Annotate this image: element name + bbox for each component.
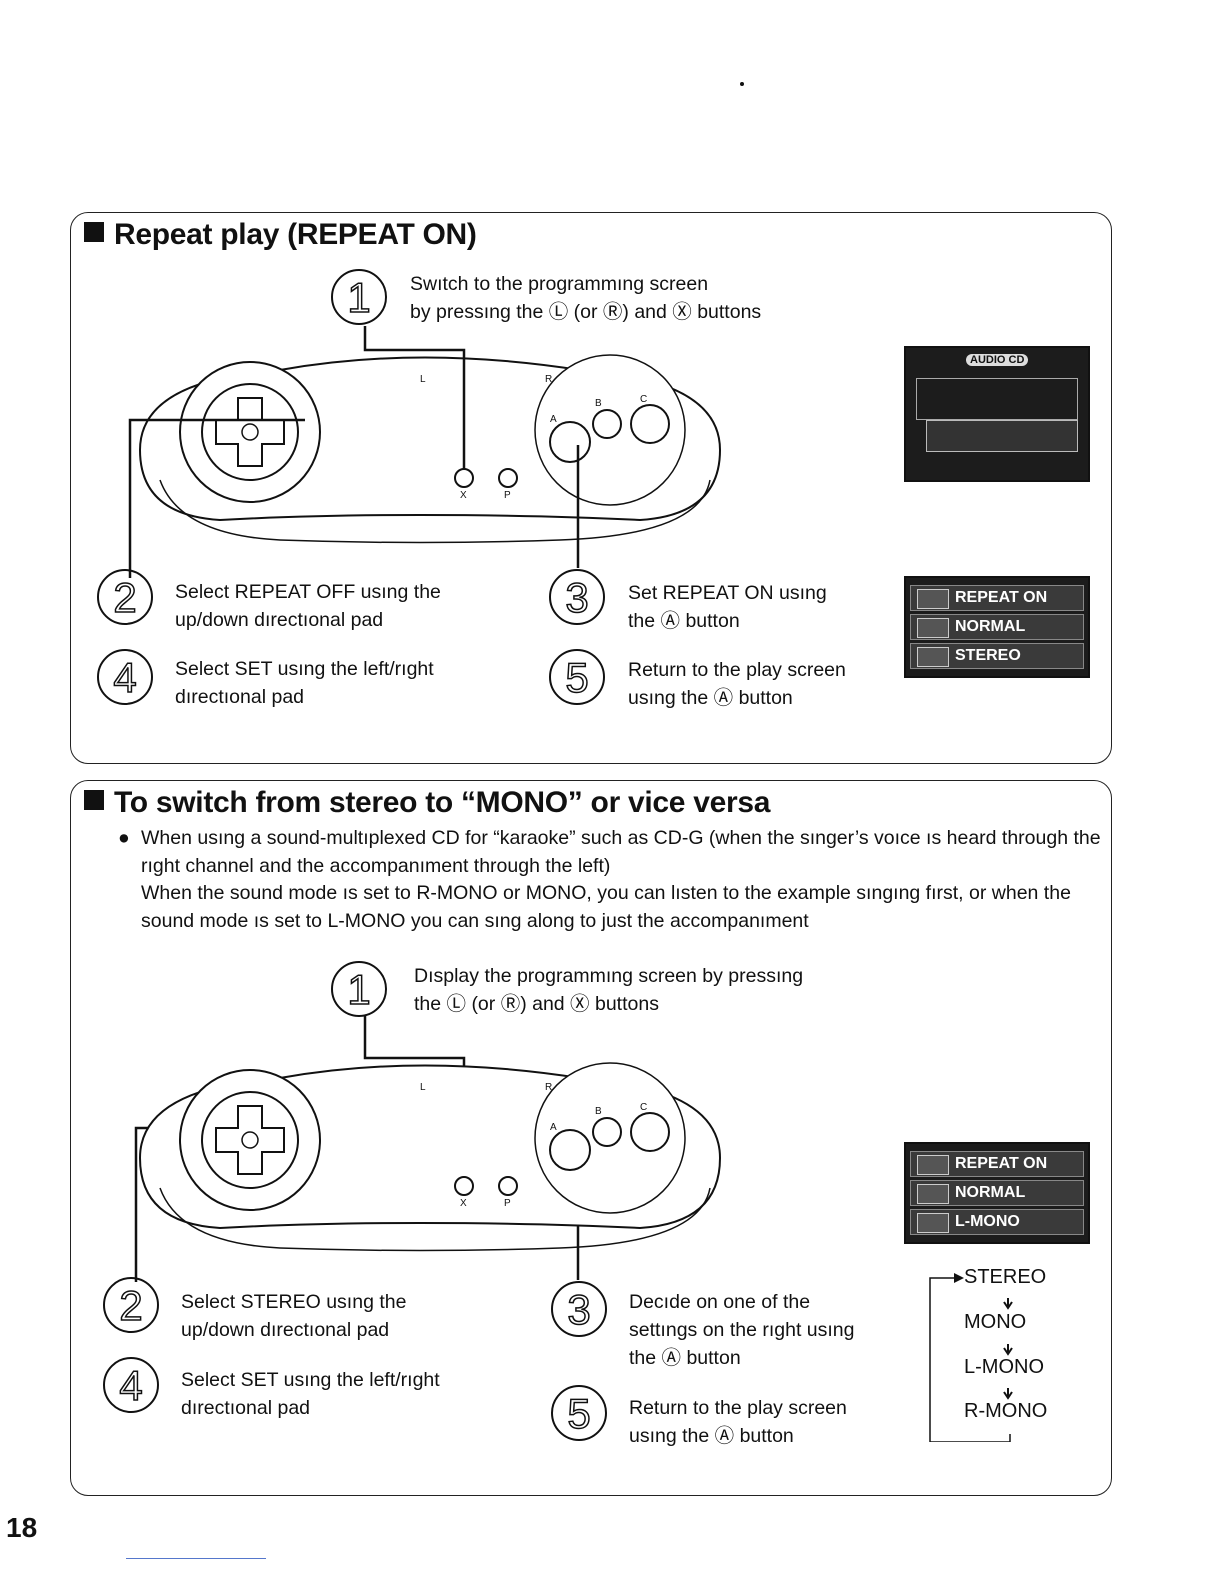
bullet-square bbox=[84, 790, 104, 810]
mode-stereo: STEREO bbox=[964, 1266, 1047, 1288]
title-text: Repeat play (REPEAT ON) bbox=[114, 218, 477, 251]
step-4-icon: 4 bbox=[97, 649, 153, 705]
page-number: 18 bbox=[6, 1512, 38, 1543]
step-3-icon: 3 bbox=[551, 1281, 607, 1337]
mono-menu-image: REPEAT ON NORMAL L-MONO bbox=[904, 1142, 1090, 1244]
repeat-menu-image: REPEAT ON NORMAL STEREO bbox=[904, 576, 1090, 678]
label-r: R bbox=[545, 1082, 552, 1093]
label-c: C bbox=[640, 1102, 647, 1113]
karaoke-note: When usıng a sound-multıplexed CD for “k… bbox=[141, 827, 1101, 877]
step-2-icon: 2 bbox=[103, 1277, 159, 1333]
label-b: B bbox=[595, 1106, 602, 1117]
svg-text:2: 2 bbox=[119, 1282, 142, 1329]
sound-mode-note: When the sound mode ıs set to R-MONO or … bbox=[141, 882, 1071, 932]
programming-screen-image: AUDIO CD bbox=[904, 346, 1090, 482]
step-5-text: Return to the play screen usıng the Ⓐ bu… bbox=[629, 1397, 847, 1447]
repeat-icon bbox=[917, 1155, 949, 1175]
svg-text:4: 4 bbox=[113, 654, 136, 701]
footer-rule bbox=[126, 1558, 266, 1559]
label-a: A bbox=[550, 414, 557, 425]
mode-l-mono: L-MONO bbox=[964, 1356, 1044, 1378]
svg-text:5: 5 bbox=[565, 654, 588, 701]
step-2-text: Select STEREO usıng the up/down dırectıo… bbox=[181, 1291, 407, 1341]
repeat-icon bbox=[917, 589, 949, 609]
controller-illustration: L R X P A B C bbox=[138, 354, 722, 544]
repeat-icon bbox=[917, 1213, 949, 1233]
bullet-square bbox=[84, 222, 104, 242]
repeat-icon bbox=[917, 618, 949, 638]
step-4-icon: 4 bbox=[103, 1357, 159, 1413]
mode-r-mono: R-MONO bbox=[964, 1400, 1048, 1422]
mono-section bbox=[70, 780, 1112, 1496]
repeat-icon bbox=[917, 1184, 949, 1204]
label-l: L bbox=[420, 1082, 426, 1093]
label-c: C bbox=[640, 394, 647, 405]
menu-item-1: REPEAT ON bbox=[910, 1151, 1084, 1177]
label-l: L bbox=[420, 374, 426, 385]
step-3-icon: 3 bbox=[549, 569, 605, 625]
section-title-repeat: Repeat play (REPEAT ON) bbox=[84, 218, 477, 252]
menu-item-2: NORMAL bbox=[910, 1180, 1084, 1206]
title-text: To switch from stereo to “MONO” or vice … bbox=[114, 786, 771, 819]
svg-text:4: 4 bbox=[119, 1362, 142, 1409]
menu-item-1: REPEAT ON bbox=[910, 585, 1084, 611]
label-b: B bbox=[595, 398, 602, 409]
audio-cd-label: AUDIO CD bbox=[966, 354, 1029, 366]
label-p: P bbox=[504, 490, 511, 501]
step-3-text: Set REPEAT ON usıng the Ⓐ button bbox=[628, 582, 827, 632]
step-2-icon: 2 bbox=[97, 569, 153, 625]
svg-text:3: 3 bbox=[565, 574, 588, 621]
step-4-text: Select SET usıng the left/rıght dırectıo… bbox=[181, 1369, 440, 1419]
menu-item-2: NORMAL bbox=[910, 614, 1084, 640]
section-title-mono: To switch from stereo to “MONO” or vice … bbox=[84, 786, 770, 820]
step-4-text: Select SET usıng the left/rıght dırectıo… bbox=[175, 658, 434, 708]
controller-illustration: L R X P A B C bbox=[138, 1062, 722, 1252]
label-p: P bbox=[504, 1198, 511, 1209]
menu-item-3: STEREO bbox=[910, 643, 1084, 669]
step-1-icon: 1 bbox=[331, 961, 387, 1017]
svg-text:5: 5 bbox=[567, 1390, 590, 1437]
svg-text:3: 3 bbox=[567, 1286, 590, 1333]
mode-mono: MONO bbox=[964, 1311, 1027, 1333]
menu-item-3: L-MONO bbox=[910, 1209, 1084, 1235]
stray-dot bbox=[740, 82, 744, 86]
step-1-text: Swıtch to the programmıng screen by pres… bbox=[410, 273, 762, 323]
repeat-section bbox=[70, 212, 1112, 764]
svg-text:1: 1 bbox=[347, 966, 370, 1013]
step-5-icon: 5 bbox=[551, 1385, 607, 1441]
svg-text:2: 2 bbox=[113, 574, 136, 621]
step-3-text: Decıde on one of the settıngs on the rıg… bbox=[629, 1291, 855, 1369]
step-5-icon: 5 bbox=[549, 649, 605, 705]
step-1-text: Dısplay the programmıng screen by pressı… bbox=[414, 965, 804, 1015]
label-a: A bbox=[550, 1122, 557, 1133]
step-1-icon: 1 bbox=[331, 269, 387, 325]
bullet-dot: ● bbox=[118, 827, 130, 849]
label-r: R bbox=[545, 374, 552, 385]
sound-mode-cycle-arrows bbox=[929, 1273, 1013, 1442]
svg-text:1: 1 bbox=[347, 274, 370, 321]
label-x: X bbox=[460, 1198, 467, 1209]
repeat-icon bbox=[917, 647, 949, 667]
step-2-text: Select REPEAT OFF usıng the up/down dıre… bbox=[175, 581, 441, 631]
label-x: X bbox=[460, 490, 467, 501]
step-5-text: Return to the play screen usıng the Ⓐ bu… bbox=[628, 659, 846, 709]
